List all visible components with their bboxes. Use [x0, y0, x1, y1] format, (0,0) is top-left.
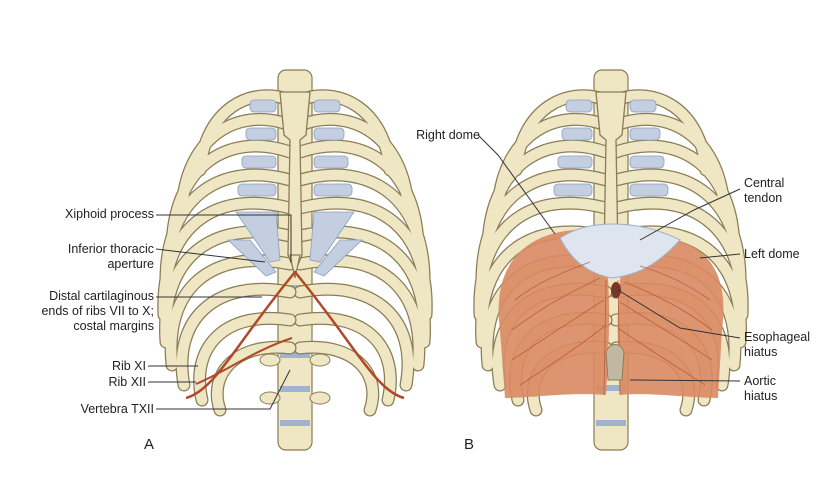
label-esophageal-hiatus: Esophageal hiatus [744, 330, 810, 360]
label-left-dome: Left dome [744, 247, 800, 261]
label-distal-line1: Distal cartilaginous [49, 289, 154, 303]
label-distal-line3: costal margins [73, 319, 154, 333]
panel-b-ribcage [480, 69, 742, 451]
label-aortic-line2: hiatus [744, 389, 778, 403]
label-aortic-hiatus: Aortic hiatus [744, 374, 777, 404]
panel-letter-b: B [464, 436, 475, 453]
label-rib-xi: Rib XI [111, 359, 146, 373]
label-inferior-thoracic-aperture: Inferior thoracic aperture [20, 242, 154, 272]
diaphragm [498, 223, 724, 398]
leader-lines [148, 134, 741, 410]
label-esophageal-line1: Esophageal [744, 330, 811, 344]
label-central-line1: Central [744, 176, 785, 190]
label-distal-line2: ends of ribs VII to X; [41, 304, 154, 318]
central-tendon-shape [559, 223, 681, 279]
esophageal-hiatus-opening [611, 282, 621, 298]
label-central-line2: tendon [744, 191, 783, 205]
panel-a-ribcage [164, 69, 426, 451]
label-inferior-line2: aperture [107, 257, 154, 271]
label-rib-xii: Rib XII [108, 375, 146, 389]
label-right-dome: Right dome [416, 128, 480, 142]
costal-cartilages-b [553, 99, 669, 197]
sternum-a [279, 91, 311, 279]
rib-xii-outline [195, 337, 293, 385]
aortic-hiatus-opening [605, 344, 625, 381]
label-aortic-line1: Aortic [744, 374, 776, 388]
right-dome-muscle [498, 229, 610, 398]
label-distal-cartilaginous-ends: Distal cartilaginous ends of ribs VII to… [10, 289, 154, 334]
panel-letter-a: A [144, 436, 155, 453]
label-vertebra-txii: Vertebra TXII [80, 402, 154, 416]
muscle-fibers [511, 261, 713, 396]
left-dome-muscle [617, 235, 724, 398]
costal-margin-outline [185, 270, 405, 400]
label-central-tendon: Central tendon [744, 176, 784, 206]
label-inferior-line1: Inferior thoracic [67, 242, 154, 256]
label-esophageal-line2: hiatus [744, 345, 778, 359]
costal-cartilages-a [226, 99, 364, 277]
label-xiphoid-process: Xiphoid process [65, 207, 154, 221]
